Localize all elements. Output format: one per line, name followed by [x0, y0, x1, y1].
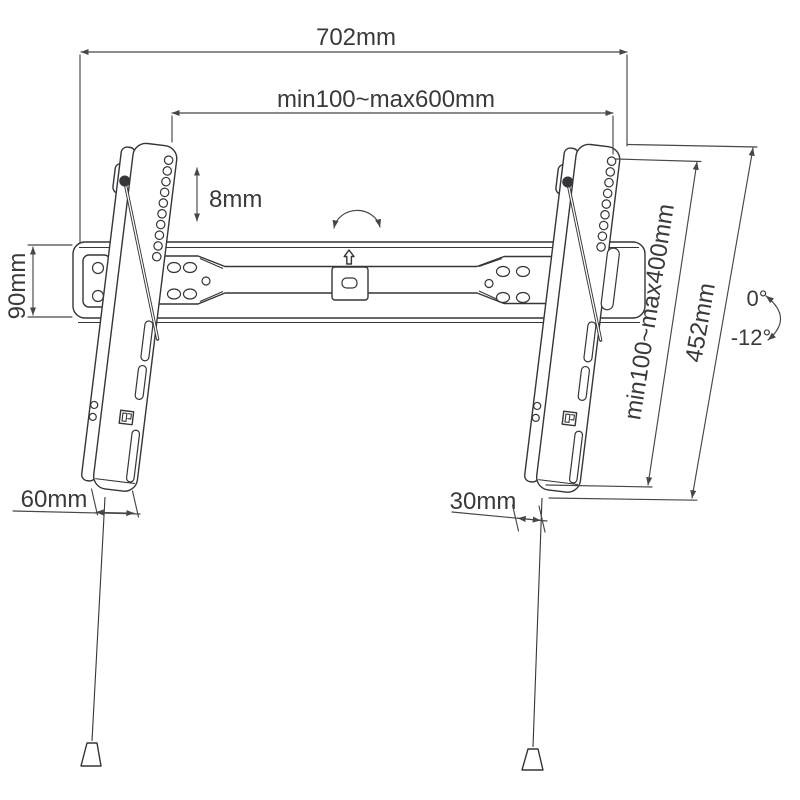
rotation-arc-icon [332, 209, 382, 229]
dimension-bottom-gap-left: 60mm [12, 486, 141, 518]
plate-hole [91, 289, 105, 303]
left-pull-cord [80, 496, 106, 767]
cord-pull-tab [521, 748, 544, 771]
crossbar-slot-hole [182, 288, 198, 300]
tilt-lower-label: -12° [731, 325, 772, 350]
tilt-range-arrow-icon [765, 295, 782, 341]
dimension-plate-height: 90mm [4, 244, 73, 320]
right-pull-cord [521, 497, 544, 771]
left-bracket-arm [80, 142, 178, 492]
crossbar-slot-hole [515, 291, 531, 304]
hole-spacing-label: 8mm [209, 186, 262, 213]
crossbar-slot-hole [495, 291, 511, 304]
arm-slot [140, 320, 154, 362]
arm-front-face [92, 142, 178, 492]
crossbar-slot-hole [182, 261, 198, 274]
right-bracket-arm [523, 143, 621, 493]
plate-height-label: 90mm [4, 253, 31, 320]
tilt-upper-label: 0° [746, 286, 767, 311]
dimension-vesa-width: min100~max600mm [171, 86, 614, 155]
dimension-total-width: 702mm [79, 24, 628, 244]
crossbar-pin-hole [484, 278, 494, 289]
vesa-hole-column [151, 155, 174, 262]
rail-hook-channel [600, 247, 620, 311]
lock-mechanism [561, 410, 578, 427]
latch-knob [90, 400, 99, 410]
slider-slot [341, 277, 358, 289]
arm-front-face [535, 143, 621, 493]
latch-knob [533, 401, 542, 411]
total-width-label: 702mm [316, 24, 396, 51]
crossbar-slot-hole [515, 265, 531, 278]
vesa-hole-column [596, 156, 617, 252]
tilt-range-annotation: 0° -12° [731, 286, 782, 350]
crossbar-slot-hole [166, 288, 182, 300]
arm-slot [577, 365, 590, 401]
crossbar-bend-edges [199, 257, 503, 303]
latch-knob [88, 412, 97, 421]
dimension-bottom-gap-right: 30mm [450, 488, 548, 533]
arm-slot [125, 429, 141, 483]
cord-pull-tab [80, 742, 102, 767]
arm-slot [568, 430, 584, 484]
slider-block [331, 249, 369, 301]
dimension-hole-spacing: 8mm [193, 167, 262, 222]
crossbar-slot-hole [166, 261, 182, 274]
pivot-knob [562, 176, 574, 188]
up-arrow-icon [343, 249, 355, 265]
vesa-width-label: min100~max600mm [277, 86, 495, 113]
crossbar-pin-hole [201, 276, 211, 286]
arm-slot [583, 321, 597, 363]
lock-mechanism [118, 409, 135, 426]
crossbar-slot-hole [495, 265, 511, 278]
pivot-knob [119, 175, 131, 187]
bottom-gap-right-label: 30mm [450, 488, 517, 515]
bracket-length-label: 452mm [680, 281, 720, 365]
latch-knob [531, 413, 540, 422]
arm-slot [134, 364, 147, 400]
bottom-gap-left-label: 60mm [21, 486, 88, 513]
plate-hole [91, 261, 105, 275]
